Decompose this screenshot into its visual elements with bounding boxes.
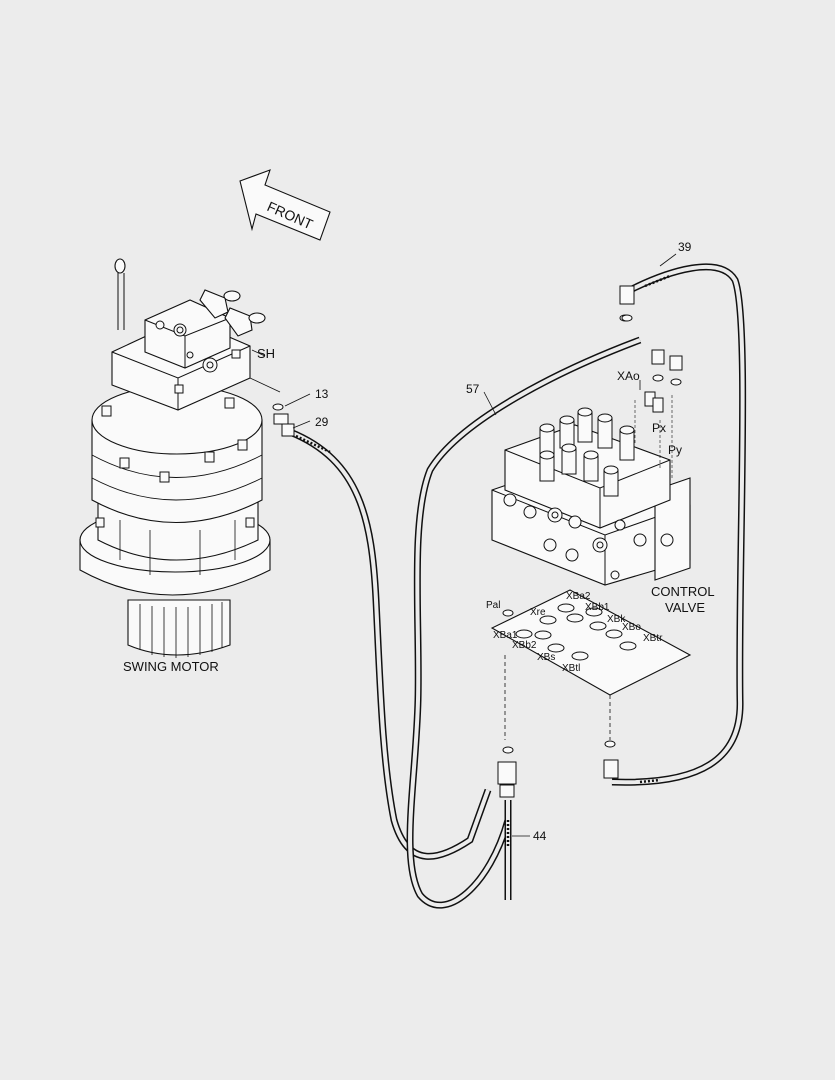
port-pal-label: Pal: [486, 600, 500, 611]
port-xbo-label: XBo: [622, 622, 641, 633]
hose-57: [406, 336, 642, 909]
hose-39: [611, 263, 747, 786]
callout-29: 29: [315, 415, 329, 429]
hose-29: [288, 428, 492, 860]
callout-57: 57: [466, 382, 480, 396]
control-valve-label-1: CONTROL: [651, 584, 715, 599]
port-xba1-label: XBa1: [493, 630, 518, 641]
port-xbk-label: XBk: [607, 614, 626, 625]
fittings: [272, 285, 635, 798]
leader-lines: [251, 253, 677, 837]
px-port-label: Px: [652, 421, 666, 435]
port-xbtr-label: XBtr: [643, 633, 663, 644]
front-arrow: FRONT: [239, 169, 331, 241]
callout-39: 39: [678, 240, 692, 254]
xao-port-label: XAo: [617, 369, 640, 383]
port-block: [490, 589, 692, 740]
control-valve: [491, 314, 691, 586]
port-xbb1-label: XBb1: [585, 602, 610, 613]
port-xbs-label: XBs: [537, 652, 555, 663]
swing-motor: [79, 258, 281, 658]
port-xre-label: Xre: [530, 607, 546, 618]
swing-motor-label: SWING MOTOR: [123, 659, 219, 674]
port-xba2-label: XBa2: [566, 591, 591, 602]
sh-port-label: SH: [257, 346, 275, 361]
port-xbtl-label: XBtl: [562, 663, 580, 674]
control-valve-label-2: VALVE: [665, 600, 705, 615]
callout-13: 13: [315, 387, 329, 401]
port-xbb2-label: XBb2: [512, 640, 537, 651]
callout-44: 44: [533, 829, 547, 843]
py-port-label: Py: [668, 443, 682, 457]
